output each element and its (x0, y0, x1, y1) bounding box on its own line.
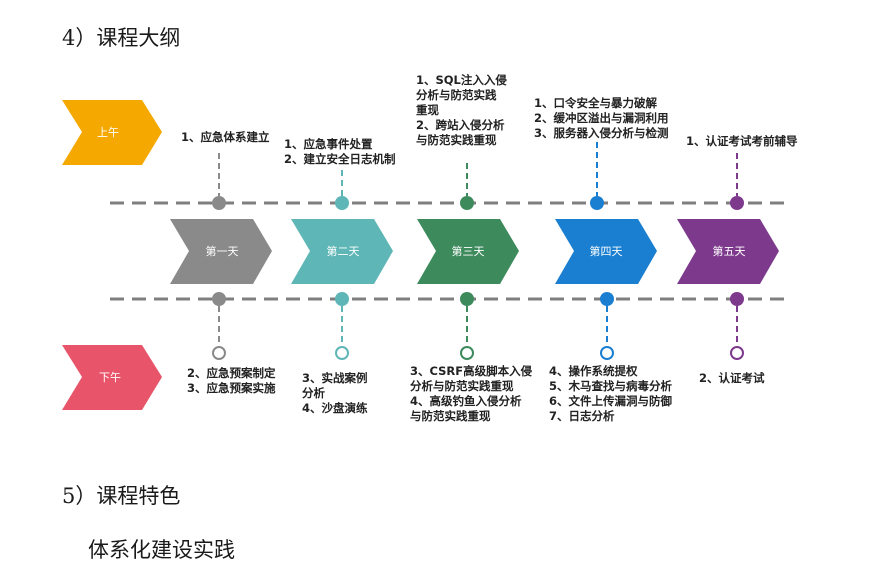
day4-am-topics: 1、口令安全与暴力破解 2、缓冲区溢出与漏洞利用 3、服务器入侵分析与检测 (534, 96, 669, 140)
day3-label: 第三天 (452, 244, 485, 258)
day5-pm-topics: 2、认证考试 (699, 371, 765, 385)
day5-pm-ring (730, 346, 744, 360)
day4-pm-topics: 4、操作系统提权 5、木马查找与病毒分析 6、文件上传漏洞与防御 7、日志分析 (549, 364, 673, 423)
day3-pm-ring (460, 346, 474, 360)
day5-bottom-dot (730, 292, 744, 306)
day2-pm-topics: 3、实战案例 分析 4、沙盘演练 (302, 371, 368, 415)
day4-pm-ring (600, 346, 614, 360)
day1-top-dot (212, 196, 226, 210)
day1-chevron (170, 219, 272, 284)
day3-top-dot (460, 196, 474, 210)
day2-chevron (291, 219, 393, 284)
day4-chevron (555, 219, 657, 284)
day1-bottom-dot (212, 292, 226, 306)
pm-label: 下午 (99, 371, 121, 384)
day3-pm-topics: 3、CSRF高级脚本入侵 分析与防范实践重现 4、高级钓鱼入侵分析 与防范实践重… (410, 364, 533, 423)
day2-bottom-dot (335, 292, 349, 306)
day2-am-topics: 1、应急事件处置 2、建立安全日志机制 (284, 137, 396, 166)
day4-label: 第四天 (590, 244, 623, 258)
day3-bottom-dot (460, 292, 474, 306)
section-heading-outline: 4）课程大纲 (62, 26, 181, 50)
day5-chevron (677, 219, 779, 284)
section-heading-features: 5）课程特色 (62, 484, 181, 508)
day2-top-dot (335, 196, 349, 210)
day5-label: 第五天 (713, 244, 746, 258)
day1-am-topics: 1、应急体系建立 (181, 130, 270, 144)
day1-pm-topics: 2、应急预案制定 3、应急预案实施 (187, 366, 276, 395)
day5-top-dot (730, 196, 744, 210)
features-subtitle: 体系化建设实践 (88, 538, 235, 562)
day3-chevron (417, 219, 519, 284)
day3-am-topics: 1、SQL注入入侵 分析与防范实践 重现 2、跨站入侵分析 与防范实践重现 (416, 73, 507, 147)
day1-label: 第一天 (206, 244, 239, 258)
day1-pm-ring (212, 346, 226, 360)
am-chevron (62, 100, 162, 165)
pm-chevron (62, 345, 162, 410)
day2-pm-ring (335, 346, 349, 360)
day5-am-topics: 1、认证考试考前辅导 (686, 134, 798, 148)
day2-label: 第二天 (327, 244, 360, 258)
am-label: 上午 (97, 126, 119, 139)
day4-top-dot (590, 196, 604, 210)
day4-bottom-dot (600, 292, 614, 306)
